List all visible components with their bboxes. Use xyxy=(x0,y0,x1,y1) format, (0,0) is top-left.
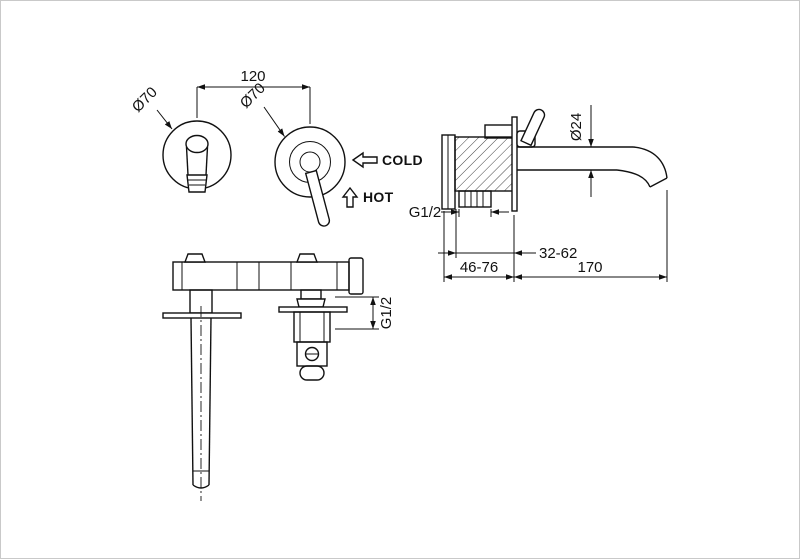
cold-flow-arrow-icon xyxy=(351,151,378,169)
dimension-dia24: Ø24 xyxy=(568,105,594,197)
dim-32-62-label: 32-62 xyxy=(539,245,577,262)
cold-label: COLD xyxy=(382,152,423,168)
spout-tube-plan xyxy=(190,317,212,489)
front-view: 120 Ø70 Ø70 COLD HOT xyxy=(129,68,423,227)
cartridge-top xyxy=(484,124,514,139)
valve-flare xyxy=(296,298,326,308)
dimension-120: 120 xyxy=(196,68,311,124)
right-escutcheon xyxy=(274,126,346,198)
body-end-cap xyxy=(348,257,364,295)
valve-neck xyxy=(300,289,322,300)
inlet-fitting xyxy=(458,190,492,208)
handle-lever-front xyxy=(304,169,331,227)
valve-escutcheon-edge xyxy=(278,306,348,313)
dimension-g12-plan: G1/2 xyxy=(335,296,395,330)
dia24-label: Ø24 xyxy=(568,113,585,141)
mounting-lug-left xyxy=(183,253,207,263)
dim-46-76-label: 46-76 xyxy=(460,259,498,276)
spout-escutcheon-edge xyxy=(162,312,242,319)
callout-dia70-right: Ø70 xyxy=(237,80,285,137)
escutcheon-side xyxy=(511,116,518,212)
hot-flow-arrow-icon xyxy=(341,186,359,208)
dimension-170: 170 xyxy=(514,190,668,282)
mounting-lug-right xyxy=(295,253,319,263)
valve-body xyxy=(293,311,331,343)
spout-side xyxy=(517,146,668,188)
dia70-left-label: Ø70 xyxy=(129,84,161,116)
g12-side-label: G1/2 xyxy=(409,204,442,221)
g12-plan-label: G1/2 xyxy=(378,297,395,330)
inwall-body-section xyxy=(454,136,514,192)
aerator xyxy=(186,174,208,193)
dim-170-label: 170 xyxy=(577,259,602,276)
spout-front xyxy=(185,134,209,193)
plan-view: G1/2 xyxy=(162,253,395,501)
callout-dia70-left: Ø70 xyxy=(129,84,173,130)
inwall-body xyxy=(172,261,350,291)
valve-bottom-cap xyxy=(299,365,325,381)
hot-label: HOT xyxy=(363,189,394,205)
side-view: Ø24 G1/2 32-62 46-76 170 xyxy=(409,105,668,282)
dimension-46-76: 46-76 xyxy=(443,211,515,282)
handle-lever-side xyxy=(520,108,546,147)
dim-120-label: 120 xyxy=(240,68,265,85)
dimension-32-62: 32-62 xyxy=(438,209,577,262)
